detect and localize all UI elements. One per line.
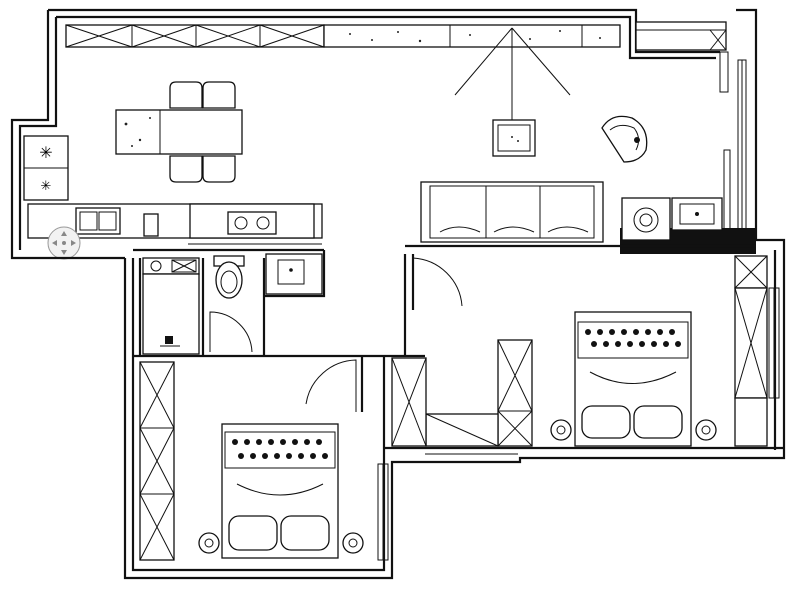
exterior-walls xyxy=(10,8,786,580)
master-bedroom-door xyxy=(412,257,463,310)
master-bedroom-cabinet xyxy=(734,255,768,447)
svg-text:✳: ✳ xyxy=(41,179,52,194)
second-bedroom-wardrobe xyxy=(139,361,175,561)
master-bedroom-window xyxy=(768,287,780,399)
master-bed xyxy=(550,311,717,447)
balcony-cabinet xyxy=(635,21,727,51)
top-wall-cabinets xyxy=(65,24,621,48)
bathroom xyxy=(142,257,200,355)
second-bed xyxy=(198,423,364,559)
dining-set xyxy=(115,81,243,183)
second-bedroom-window xyxy=(377,463,389,561)
svg-text:✳: ✳ xyxy=(39,143,52,162)
kitchen-counter xyxy=(27,203,323,245)
interior-walls xyxy=(48,244,784,455)
master-bedroom-wardrobe xyxy=(391,339,533,447)
armchair-icon xyxy=(601,115,648,163)
navigation-control-icon[interactable] xyxy=(47,226,81,260)
ceiling-light-icon xyxy=(454,27,571,120)
second-bedroom-door xyxy=(305,359,357,412)
tv-icon xyxy=(492,119,536,157)
balcony-window xyxy=(719,51,747,231)
laundry-area xyxy=(620,197,756,254)
sofa xyxy=(420,181,604,243)
toilet-icon xyxy=(213,255,245,299)
bathroom-door xyxy=(209,311,253,353)
wash-basin-icon xyxy=(265,253,323,295)
stove-icon: ✳ ✳ xyxy=(23,135,69,201)
